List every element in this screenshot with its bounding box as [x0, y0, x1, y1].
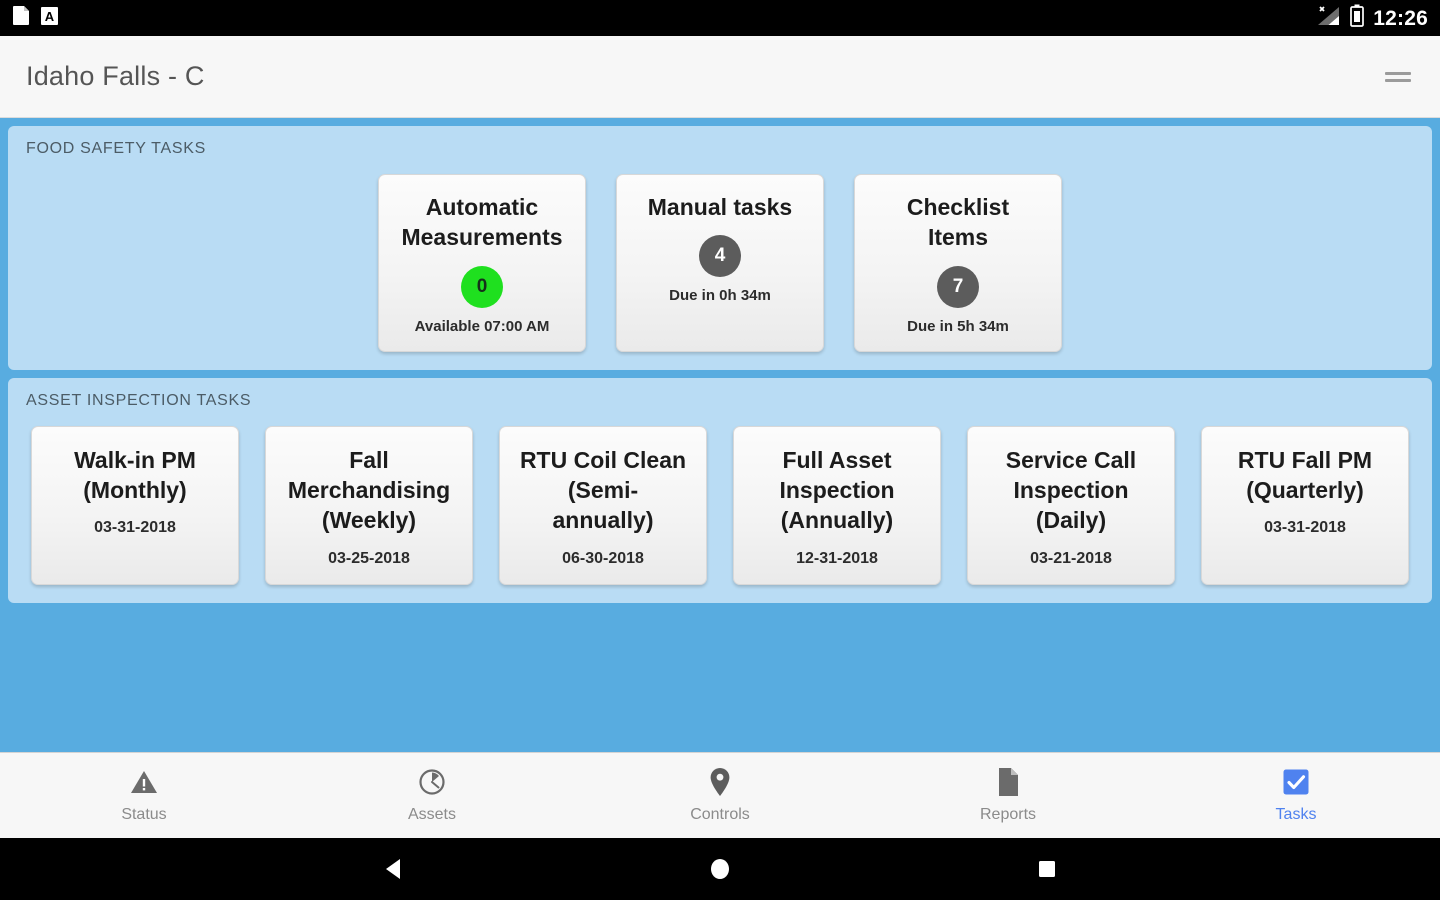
section-title-food-safety: FOOD SAFETY TASKS — [26, 140, 206, 157]
hamburger-menu-icon[interactable] — [1378, 57, 1418, 97]
task-card-walk-in-pm[interactable]: Walk-in PM (Monthly) 03-31-2018 — [31, 425, 239, 585]
tab-label: Controls — [690, 806, 750, 823]
warning-triangle-icon — [130, 767, 158, 797]
section-asset-inspection-tasks: ASSET INSPECTION TASKS Walk-in PM (Month… — [8, 377, 1432, 603]
task-card-manual-tasks[interactable]: Manual tasks 4 Due in 0h 34m — [616, 174, 824, 352]
signal-icon — [1315, 5, 1341, 32]
battery-icon — [1350, 4, 1365, 32]
section-food-safety-tasks: FOOD SAFETY TASKS Automatic Measurements… — [8, 126, 1432, 370]
task-card-checklist-items[interactable]: Checklist Items 7 Due in 5h 34m — [854, 174, 1062, 352]
card-title: Automatic Measurements — [401, 194, 563, 251]
card-due-date: 03-25-2018 — [328, 549, 410, 567]
tab-controls[interactable]: Controls — [576, 767, 864, 824]
circle-home-icon[interactable] — [690, 849, 750, 889]
status-bar-right-icons: 12:26 — [1315, 4, 1428, 32]
document-icon — [12, 5, 30, 31]
tab-label: Reports — [979, 806, 1037, 823]
tab-status[interactable]: Status — [0, 767, 288, 824]
status-badge: 0 — [461, 265, 503, 308]
card-due-date: 03-31-2018 — [1264, 519, 1346, 537]
card-title: Fall Merchandising (Weekly) — [287, 446, 451, 534]
app-bar: Idaho Falls - C — [0, 36, 1440, 118]
task-card-service-call-inspection[interactable]: Service Call Inspection (Daily) 03-21-20… — [967, 425, 1175, 585]
task-card-rtu-coil-clean[interactable]: RTU Coil Clean (Semi- annually) 06-30-20… — [499, 425, 707, 585]
triangle-back-icon[interactable] — [363, 849, 423, 889]
bottom-tab-bar: Status Assets Controls — [0, 752, 1440, 838]
asset-inspection-card-list: Walk-in PM (Monthly) 03-31-2018 Fall Mer… — [26, 425, 1414, 585]
food-safety-card-list: Automatic Measurements 0 Available 07:00… — [26, 174, 1414, 352]
android-status-bar: A 12:26 — [0, 0, 1440, 36]
android-navigation-bar — [0, 838, 1440, 900]
task-card-automatic-measurements[interactable]: Automatic Measurements 0 Available 07:00… — [378, 174, 586, 352]
tab-label: Tasks — [1275, 806, 1317, 823]
status-bar-left-icons: A — [12, 5, 59, 31]
card-title: Walk-in PM (Monthly) — [74, 446, 196, 504]
page-title: Idaho Falls - C — [26, 61, 205, 91]
card-title: Full Asset Inspection (Annually) — [779, 446, 895, 534]
task-dashboard: FOOD SAFETY TASKS Automatic Measurements… — [0, 118, 1440, 752]
status-badge: 4 — [699, 235, 741, 278]
tab-reports[interactable]: Reports — [864, 767, 1152, 824]
card-title: RTU Coil Clean (Semi- annually) — [519, 446, 687, 534]
card-title: Manual tasks — [647, 194, 793, 220]
checkbox-checked-icon — [1282, 767, 1310, 797]
card-due-date: 12-31-2018 — [796, 549, 878, 567]
status-badge: 7 — [937, 265, 979, 308]
svg-text:A: A — [45, 9, 55, 24]
task-card-rtu-fall-pm[interactable]: RTU Fall PM (Quarterly) 03-31-2018 — [1201, 425, 1409, 585]
tab-assets[interactable]: Assets — [288, 767, 576, 824]
status-bar-clock: 12:26 — [1373, 6, 1428, 30]
card-due-date: 03-21-2018 — [1030, 549, 1112, 567]
section-title-asset-inspection: ASSET INSPECTION TASKS — [26, 391, 252, 409]
square-recents-icon[interactable] — [1017, 849, 1077, 889]
tab-tasks[interactable]: Tasks — [1152, 767, 1440, 824]
task-card-fall-merchandising[interactable]: Fall Merchandising (Weekly) 03-25-2018 — [265, 425, 473, 585]
document-page-icon — [996, 767, 1021, 797]
card-title: Service Call Inspection (Daily) — [1005, 446, 1137, 534]
menu-line — [1385, 78, 1411, 82]
card-due-date: 03-31-2018 — [94, 519, 176, 537]
card-subtitle: Due in 5h 34m — [907, 317, 1009, 335]
gauge-icon — [418, 767, 446, 797]
menu-line — [1385, 71, 1411, 75]
location-pin-icon — [708, 767, 732, 797]
card-title: Checklist Items — [906, 194, 1010, 251]
card-subtitle: Available 07:00 AM — [414, 317, 550, 335]
card-title: RTU Fall PM (Quarterly) — [1237, 446, 1373, 504]
font-a-icon: A — [40, 6, 59, 31]
task-card-full-asset-inspection[interactable]: Full Asset Inspection (Annually) 12-31-2… — [733, 425, 941, 585]
card-subtitle: Due in 0h 34m — [669, 287, 771, 305]
tab-label: Status — [121, 806, 167, 823]
card-due-date: 06-30-2018 — [562, 549, 644, 567]
tab-label: Assets — [407, 806, 456, 823]
